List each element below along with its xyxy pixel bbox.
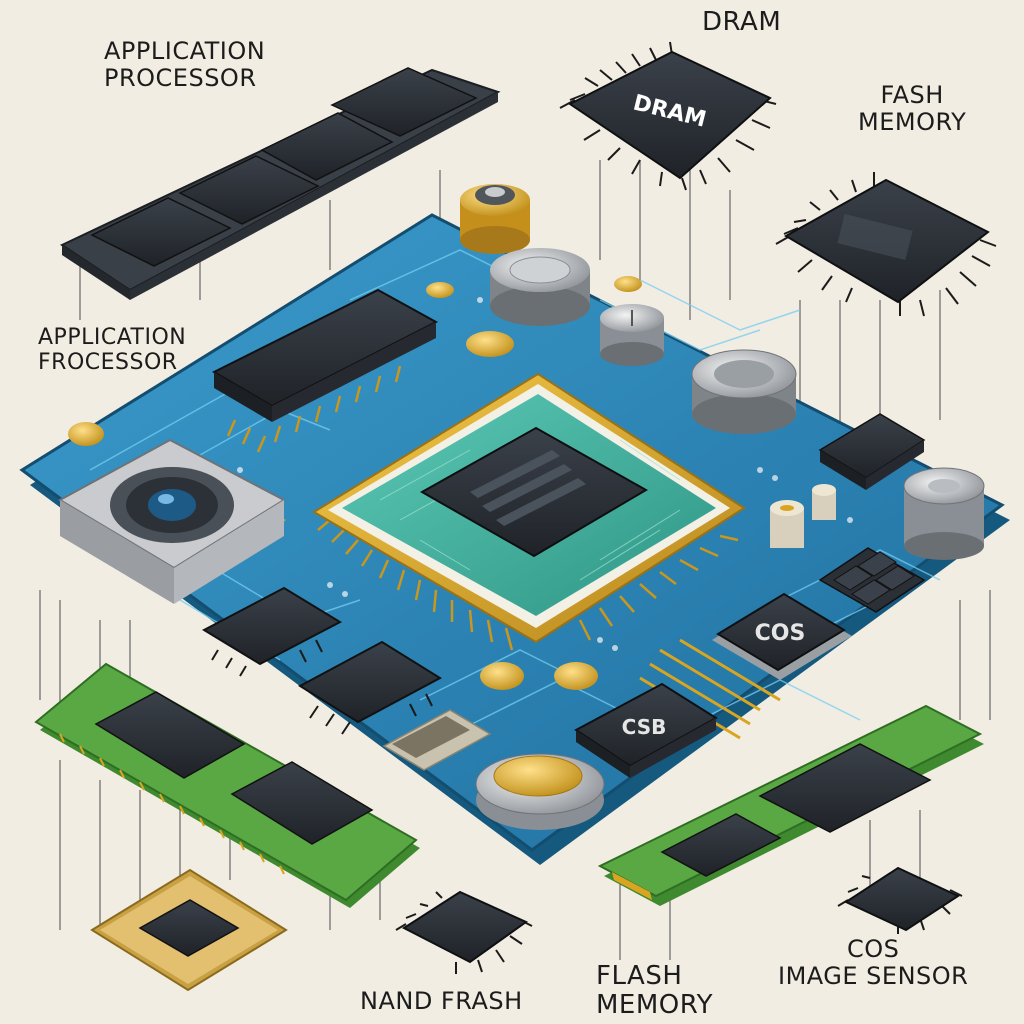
dram-chip: DRAM [559,41,777,191]
label-application-processor-top: APPLICATION PROCESSOR [104,37,266,92]
gold-pads-lower [480,662,598,690]
chip-array [818,547,926,613]
board-chip-left [201,586,343,677]
memory-module-left [34,662,420,908]
bga-package [90,868,288,992]
central-soc [312,372,746,651]
module-chip [260,112,394,181]
label-nand-flash: NAND FRASH [360,987,523,1015]
gold-pad [68,276,642,446]
label-flash-memory-bottom: FLASH MEMORY [596,961,714,1021]
capacitor-gold-top [460,184,530,254]
leader-lines [39,160,991,960]
sensor-round [691,349,797,434]
module-chip [90,197,232,267]
label-dram-top: DRAM [702,7,782,37]
csb-chip-mark: CSB [622,715,667,739]
application-processor-module [59,67,501,300]
small-ic [818,413,926,490]
cos-chip-mark: COS [755,621,806,646]
module-chip [178,155,320,225]
cos-chip: COS [712,592,852,680]
camera-module [57,438,287,604]
dip-chip [211,288,439,453]
board-connector [382,709,492,771]
label-application-processor-left: APPLICATION FROCESSOR [38,325,187,375]
flash-memory-chip [775,172,997,317]
coin-cell [475,753,605,830]
capacitor-silver [600,304,664,366]
label-flash-memory-top: FASH MEMORY [858,81,967,136]
label-cmos-image-sensor: COS IMAGE SENSOR [778,935,969,990]
cmos-image-sensor-chip [837,866,963,934]
small-capacitors [770,484,836,548]
module-chip [330,67,478,137]
board-chip-center [298,640,442,735]
cylinder-component [903,467,985,560]
speaker-component [490,248,590,326]
memory-module-right [597,704,984,906]
nand-flash-chip [395,890,533,974]
csb-chip: CSB [574,682,718,778]
